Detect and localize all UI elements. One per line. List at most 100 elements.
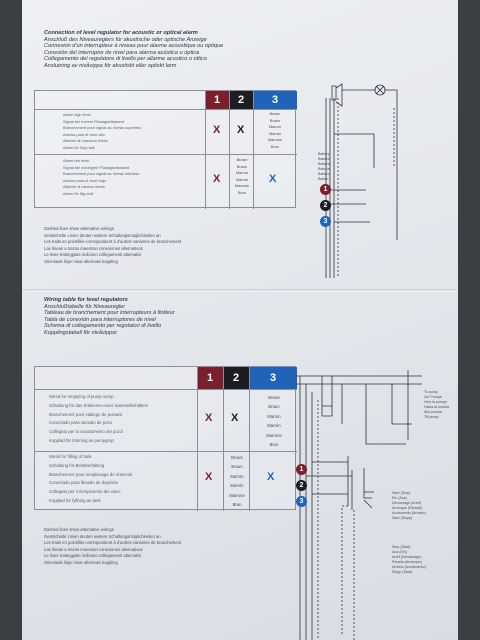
top-title-line: Collegamento del regolatore di livello p… — [44, 56, 207, 63]
table-row-label: Alarm för låg nivå — [63, 190, 94, 196]
table-divider — [249, 367, 250, 511]
terminal-badge-1: 1 — [296, 464, 307, 475]
cross-mark: X — [213, 124, 221, 136]
top-title-line: Conexión del interruptor de nivel para a… — [44, 49, 200, 56]
manual-sheet: Connection of level regulator for acoust… — [22, 0, 458, 640]
bottom-title-line: Tableau de branchement pour interrupteur… — [44, 310, 175, 317]
stop-label: Arrêt (Démarrage) — [392, 555, 422, 559]
wire-color: Marrón — [267, 423, 281, 429]
bottom-title-line: Anschlußtabelle für Niveauregler — [44, 303, 126, 310]
table-row-label: Schaltung für das Entleeren eines Sammel… — [49, 402, 149, 408]
wire-color: Braun — [268, 404, 280, 410]
table-row-label: Kopplad för fyllning av tank — [49, 497, 101, 503]
table-row-label: Kopplad för tömning av pumpgrop — [49, 437, 114, 443]
note-line: Gestrichelte Linien deuten weitere Schal… — [44, 533, 161, 539]
note-line: Les traits en pointillés correspondent à… — [44, 540, 182, 546]
cross-mark: X — [267, 471, 275, 483]
wire-colors: Brown Braun Marron Marrón Marrone Brun — [225, 453, 249, 509]
table-divider — [35, 389, 297, 390]
table-row-label: Alarma para el nivel bajo — [63, 177, 106, 183]
start-label: Démarrage (Arrêt) — [392, 501, 422, 505]
table-row-label: Wired for filling of tank — [49, 454, 92, 459]
stop-labels: Stop (Start) Aus (Ein) Arrêt (Démarrage)… — [392, 545, 426, 575]
cross-mark: X — [205, 412, 213, 424]
pump-label: Till pump — [424, 415, 439, 419]
battery-label: Batteria — [318, 172, 331, 176]
table-row-label: Conectado para vaciado de pozo — [49, 420, 113, 426]
note-line: Streckade linjer visar alternativ koppli… — [44, 559, 118, 565]
col-header-2: 2 — [223, 367, 249, 389]
table-divider — [253, 91, 254, 209]
table-row-label: Branchement pour vidange de puisard — [49, 411, 122, 417]
table-row-label: Branchement pour remplissage de réservoi… — [49, 471, 133, 477]
start-label: Start (Stopp) — [392, 516, 413, 520]
table-row-label: Schaltung für Behälterfüllung — [49, 462, 105, 468]
col-header-1: 1 — [197, 367, 223, 389]
cross-mark: X — [205, 471, 213, 483]
wire-colors: Brown Braun Marron Marrón Marrone Brun — [251, 393, 297, 449]
note-line: Las líneas a trazos muestran conexiones … — [44, 546, 143, 552]
bottom-title-line: Tabla de conexión para interruptores de … — [44, 316, 156, 323]
bottom-title-line: Wiring table for level regulators — [44, 297, 128, 303]
top-group1-rows: Alarm high level Signal bei hohem Flüssi… — [63, 112, 142, 152]
wire-color: Braun — [231, 464, 243, 470]
wire-color: Brun — [269, 442, 279, 448]
top-title-line: Connection of level regulator for acoust… — [44, 30, 198, 36]
note-line: Las líneas a trazos muestran conexiones … — [44, 245, 143, 251]
table-row-label: Alarm för hög nivå — [63, 144, 95, 150]
table-row-label: Allarme di massimo livello — [63, 138, 108, 144]
note-line: Le linee tratteggiate indicano collegame… — [44, 553, 142, 559]
table-row-label: Allarme di minimo livello — [63, 184, 105, 190]
table-row-label: Signal bei niedrigem Flüssigkeitsstand — [63, 164, 130, 170]
start-label: Avviamento (Arresto) — [392, 511, 426, 515]
wire-color: Brown — [236, 158, 248, 162]
wire-color: Marrón — [230, 483, 244, 489]
table-divider — [35, 154, 297, 155]
start-label: Ein (Aus) — [392, 496, 407, 500]
bottom-group2-rows: Wired for filling of tank Schaltung für … — [49, 453, 133, 506]
table-row-label: Branchement pour signal au niveau supéri… — [63, 125, 142, 131]
table-row-label: Alarm high level — [63, 112, 91, 117]
cross-mark: X — [213, 173, 221, 185]
top-group2-rows: Alarm low level Signal bei niedrigem Flü… — [63, 158, 139, 198]
battery-label: Battery — [318, 152, 330, 156]
bottom-group1-rows: Wired for emptying of pump sump Schaltun… — [49, 393, 148, 446]
wire-color: Marrón — [268, 131, 282, 136]
wire-color: Marrón — [235, 177, 249, 182]
pump-label: Zur Pumpe — [424, 395, 442, 399]
wire-color: Marron — [235, 171, 249, 176]
table-row-label: Alarm low level — [63, 158, 90, 163]
pump-labels: To pump Zur Pumpe Vers la pompe Hacia la… — [424, 390, 449, 420]
cross-mark: X — [237, 124, 245, 136]
table-row-label: Conectado para llenado de depósito — [49, 480, 119, 486]
bottom-title-line: Schema di collegamento per regolatori di… — [44, 323, 162, 330]
stop-label: Parada (Arranque) — [392, 560, 422, 564]
battery-label: Batterie — [318, 162, 331, 166]
note-line: Gestrichelte Linien deuten weitere Schal… — [44, 232, 161, 238]
top-title-line: Connexion d'un interrupteur à niveau pou… — [44, 43, 224, 50]
wire-color: Marron — [268, 125, 282, 130]
col-header-2: 2 — [229, 91, 253, 109]
wire-color: Braun — [236, 164, 248, 169]
top-notes: Dashed lines show alternative wirings Ge… — [44, 226, 181, 266]
table-row-label: Collegato per lo svuotamento dei pozzi — [49, 429, 124, 435]
terminal-badge-2: 2 — [320, 200, 331, 211]
battery-label: Batterie — [318, 157, 331, 161]
top-title-block: Connection of level regulator for acoust… — [44, 30, 223, 70]
wire-color: Marrone — [266, 432, 282, 438]
bottom-notes: Dashed lines show alternative wirings Ge… — [44, 527, 181, 567]
cross-mark: X — [269, 173, 277, 185]
note-line: Streckade linjer visar alternativ koppli… — [44, 258, 118, 264]
table-divider — [223, 367, 224, 511]
battery-label: Batteri — [318, 177, 329, 181]
terminal-badge-2: 2 — [296, 480, 307, 491]
pump-wiring-diagram — [296, 370, 422, 640]
wire-color: Braun — [269, 118, 281, 123]
wire-colors: Brown Braun Marron Marrón Marrone Brun — [255, 111, 295, 151]
wire-color: Marron — [267, 413, 281, 419]
page-fold — [22, 289, 458, 292]
wire-colors: Brown Braun Marron Marrón Marrone Brun — [231, 157, 253, 197]
pump-label: Alla pompa — [424, 410, 442, 414]
stop-label: Arresto (Avviamento) — [392, 565, 426, 569]
stop-label: Stop (Start) — [392, 545, 411, 549]
